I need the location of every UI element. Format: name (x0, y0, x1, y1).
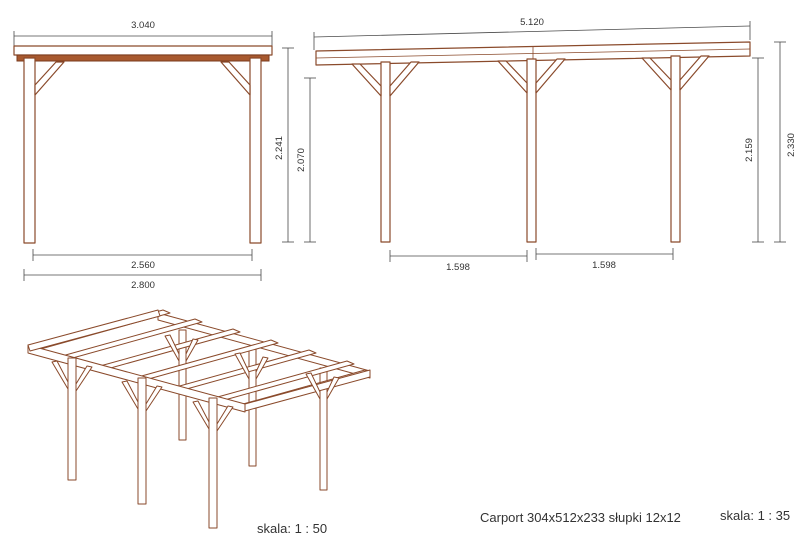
dim-side-bay-1: 1.598 (389, 250, 528, 273)
front-roof-rafter (16, 54, 270, 62)
iso-post-front-1 (67, 357, 77, 481)
side-brace-3a (641, 57, 672, 91)
dim-label-front-inner-height: 2.070 (296, 148, 307, 172)
side-post-3 (670, 55, 681, 243)
iso-beam-side-right (244, 369, 371, 412)
iso-brace-5b (255, 356, 269, 380)
dim-front-inner-height: 2.070 (296, 77, 316, 243)
dim-side-total-height: 2.330 (774, 41, 797, 243)
dim-label-side-total-height: 2.330 (786, 133, 797, 157)
iso-brace-1a (51, 360, 69, 390)
isometric-view (27, 309, 371, 529)
side-brace-1a (351, 63, 382, 97)
front-brace-right (220, 61, 251, 96)
side-post-2 (526, 58, 537, 243)
side-post-1 (380, 61, 391, 243)
dim-label-front-width-top: 3.040 (131, 20, 155, 31)
side-brace-2a (497, 60, 528, 94)
iso-brace-3a (192, 400, 210, 430)
dim-side-bay-2: 1.598 (535, 248, 674, 271)
front-post-left (23, 57, 36, 244)
dim-front-span-outer: 2.800 (23, 269, 262, 291)
iso-brace-4b (326, 376, 340, 400)
iso-brace-3b (216, 405, 234, 432)
side-brace-1b (389, 61, 420, 97)
iso-brace-5a (234, 352, 250, 380)
dim-side-length-top: 5.120 (313, 17, 751, 50)
front-view: 3.040 2.241 2.070 2.560 (13, 20, 316, 291)
iso-brace-6b (185, 338, 199, 362)
side-view: 5.120 2.159 2.330 (313, 17, 797, 273)
dim-label-side-bay-2: 1.598 (592, 260, 616, 271)
iso-brace-1b (75, 365, 93, 392)
front-brace-left (34, 61, 65, 96)
dim-front-span-inner: 2.560 (32, 249, 253, 271)
scale-label-views: skala: 1 : 35 (720, 508, 791, 523)
dim-front-width-top: 3.040 (13, 20, 273, 48)
drawing-title: Carport 304x512x233 słupki 12x12 (480, 510, 681, 525)
dim-side-inner-height: 2.159 (744, 57, 764, 243)
dim-label-front-span-inner: 2.560 (131, 260, 155, 271)
iso-post-front-3 (208, 397, 218, 529)
iso-beam-front (27, 344, 246, 413)
dim-label-front-height: 2.241 (274, 136, 285, 160)
iso-post-front-2 (137, 377, 147, 505)
dim-label-front-span-outer: 2.800 (131, 280, 155, 291)
dim-label-side-inner-height: 2.159 (744, 138, 755, 162)
front-post-right (249, 57, 262, 244)
front-roof-cap (13, 45, 273, 56)
iso-beam-side-left (27, 309, 161, 352)
dim-front-height: 2.241 (274, 47, 294, 243)
dim-label-side-length-top: 5.120 (520, 17, 544, 28)
iso-brace-2a (121, 380, 139, 410)
iso-brace-6a (164, 334, 180, 362)
side-brace-3b (679, 55, 710, 91)
scale-label-isometric: skala: 1 : 50 (257, 521, 328, 536)
side-brace-2b (535, 58, 566, 94)
iso-brace-4a (305, 372, 321, 400)
iso-brace-2b (145, 385, 163, 412)
dim-label-side-bay-1: 1.598 (446, 262, 470, 273)
